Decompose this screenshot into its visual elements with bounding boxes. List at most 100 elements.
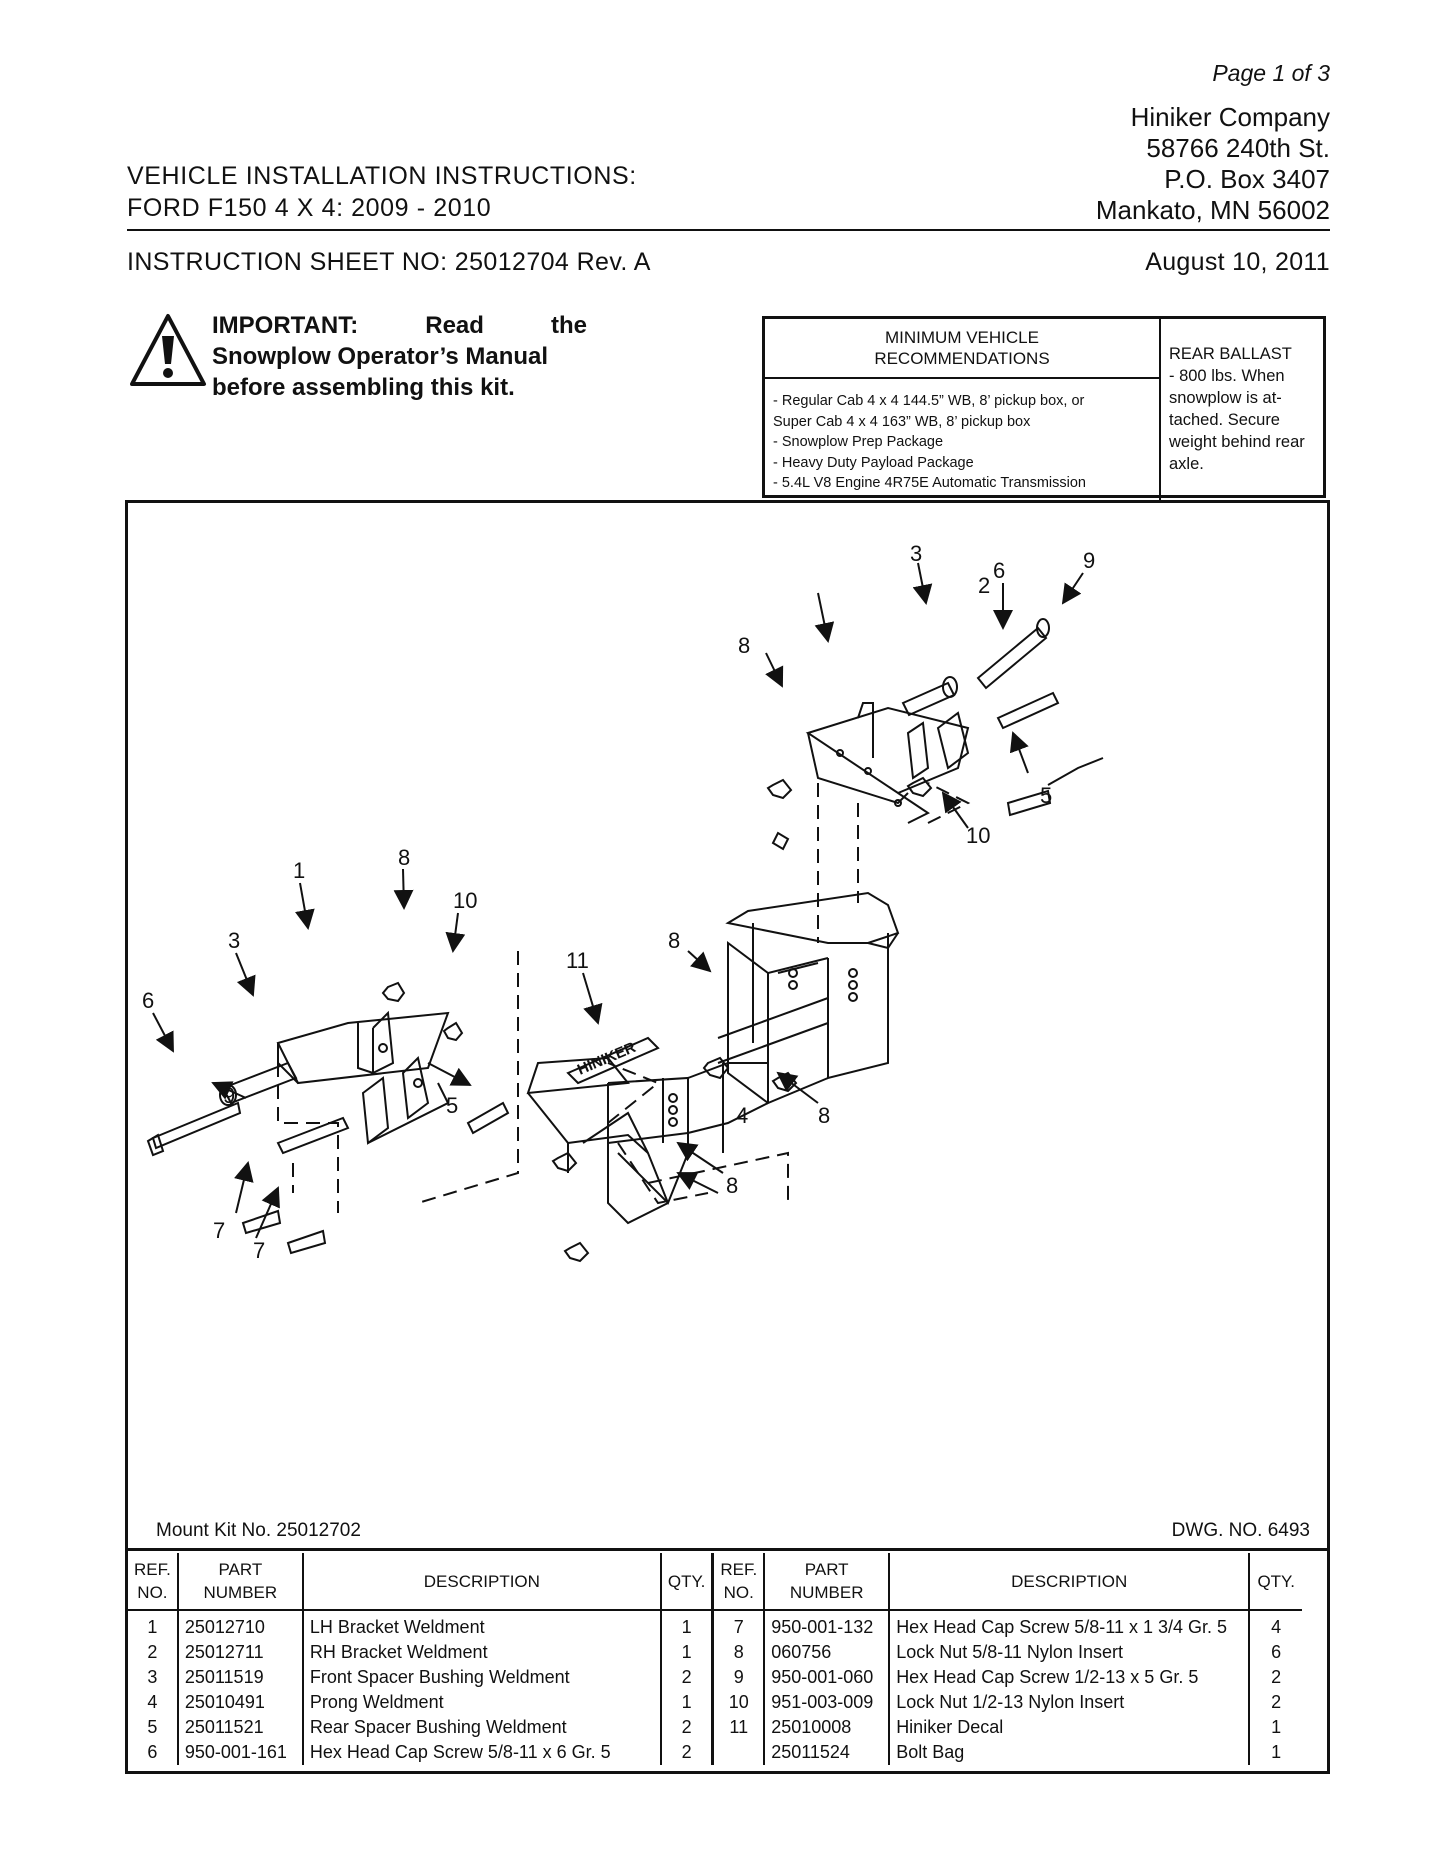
min-vehicle-item: - Snowplow Prep Package [773,434,944,450]
qty-cell: 1 [659,1610,713,1640]
callout-number: 9 [1083,548,1095,573]
important-line: Snowplow Operator’s Manual [212,343,549,370]
important-word: the [550,312,587,339]
important-word: Read [425,312,484,339]
qty-cell: 2 [659,1740,713,1765]
ref-cell [711,1740,765,1765]
header-part-line: PART [804,1560,849,1579]
part-number-cell: 950-001-161 [176,1740,303,1765]
callout-number: 10 [453,888,477,913]
ref-cell: 2 [147,1642,158,1662]
min-vehicle-item: Super Cab 4 x 4 163” WB, 8’ pickup box [773,413,1031,430]
ref-cell: 10 [711,1690,765,1715]
table-top-divider [127,1548,1328,1551]
header-part-line: PART [218,1560,263,1579]
header-ref: REF. NO. [128,1553,178,1611]
header-ref-line: NO. [137,1583,168,1602]
ballast-line: axle. [1169,455,1204,473]
warning-triangle-icon [128,312,208,390]
assembly-lines [277,782,971,1213]
exploded-view-svg: HINIKER [142,541,1104,1263]
description-cell: Rear Spacer Bushing Weldment [301,1715,661,1740]
header-ref-line: NO. [723,1583,754,1602]
min-vehicle-heading-line: MINIMUM VEHICLE [885,328,1039,347]
part-number-cell: 060756 [763,1640,890,1665]
part-number-cell: 25010491 [176,1690,303,1715]
part-number-cell: 25012711 [176,1640,303,1665]
callout-number: 5 [446,1093,458,1118]
header-divider [127,229,1330,231]
min-vehicle-heading-line: RECOMMENDATIONS [874,349,1050,368]
callout-numbers: 1 2 3 3 4 5 5 6 6 7 7 8 8 8 8 8 9 9 10 1… [142,541,1095,1263]
title-line: VEHICLE INSTALLATION INSTRUCTIONS: [127,162,637,190]
table-row: 2 25012711 RH Bracket Weldment 1 8 06075… [128,1640,1303,1665]
description-cell: Lock Nut 5/8-11 Nylon Insert [888,1640,1250,1665]
description-cell: Hex Head Cap Screw 1/2-13 x 5 Gr. 5 [888,1665,1250,1690]
header-ref-line: REF. [720,1560,758,1579]
hiniker-decal: HINIKER [566,1036,660,1085]
exploded-view-drawing: HINIKER [125,500,1330,1774]
callout-number: 10 [966,823,990,848]
qty-cell: 1 [659,1640,713,1665]
company-line: P.O. Box 3407 [1164,164,1330,194]
minimum-vehicle-box: MINIMUM VEHICLE RECOMMENDATIONS - Regula… [762,316,1326,501]
callout-number: 9 [223,1083,235,1108]
company-line: Mankato, MN 56002 [1095,195,1330,225]
qty-cell: 6 [1248,1640,1303,1665]
callout-number: 3 [910,541,922,566]
company-line: 58766 240th St. [1146,133,1330,163]
header-ref-line: REF. [134,1560,171,1579]
callout-number: 1 [293,858,305,883]
part-number-cell: 25011519 [176,1665,303,1690]
instruction-sheet-number: INSTRUCTION SHEET NO: 25012704 Rev. A [127,248,651,276]
callout-number: 7 [253,1238,265,1263]
ref-cell: 6 [147,1742,158,1762]
description-cell: LH Bracket Weldment [301,1610,661,1640]
description-cell: Prong Weldment [301,1690,661,1715]
callout-number: 6 [993,558,1005,583]
callout-number: 8 [738,633,750,658]
ref-cell: 11 [711,1715,765,1740]
min-vehicle-item: - 5.4L V8 Engine 4R75E Automatic Transmi… [773,475,1086,491]
ballast-line: weight behind rear [1169,433,1305,451]
callout-number: 8 [668,928,680,953]
ref-cell: 1 [147,1617,158,1637]
decal-text: HINIKER [575,1039,639,1079]
mount-kit-number: Mount Kit No. 25012702 [156,1520,361,1541]
description-cell: RH Bracket Weldment [301,1640,661,1665]
qty-cell: 2 [1248,1690,1303,1715]
min-vehicle-heading: MINIMUM VEHICLE RECOMMENDATIONS [765,319,1161,379]
min-vehicle-divider [1159,377,1161,501]
description-cell: Hiniker Decal [888,1715,1250,1740]
callout-number: 6 [142,988,154,1013]
table-row: 5 25011521 Rear Spacer Bushing Weldment … [128,1715,1303,1740]
ref-cell: 4 [147,1692,158,1712]
description-cell: Bolt Bag [888,1740,1250,1765]
ref-cell: 3 [147,1667,158,1687]
callout-number: 4 [736,1103,748,1128]
drawing-number: DWG. NO. 6493 [1171,1520,1310,1541]
lh-bracket-weldment [276,1010,450,1145]
qty-cell: 1 [659,1690,713,1715]
ref-cell: 9 [711,1665,765,1690]
qty-cell: 2 [659,1665,713,1690]
header-qty: QTY. [1248,1553,1303,1611]
ballast-line: snowplow is at- [1169,389,1282,407]
part-number-cell: 951-003-009 [763,1690,890,1715]
description-cell: Hex Head Cap Screw 5/8-11 x 6 Gr. 5 [301,1740,661,1765]
min-vehicle-list: - Regular Cab 4 x 4 144.5” WB, 8’ pickup… [773,391,1158,494]
callout-number: 8 [398,845,410,870]
document-date: August 10, 2011 [1145,248,1330,276]
description-cell: Front Spacer Bushing Weldment [301,1665,661,1690]
qty-cell: 2 [1248,1665,1303,1690]
table-row: 6 950-001-161 Hex Head Cap Screw 5/8-11 … [128,1740,1303,1765]
ref-cell: 5 [147,1717,158,1737]
important-word: IMPORTANT: [212,312,359,339]
document-title: VEHICLE INSTALLATION INSTRUCTIONS: FORD … [127,160,637,224]
ref-cell: 8 [711,1640,765,1665]
callout-number: 7 [213,1218,225,1243]
min-vehicle-item: - Regular Cab 4 x 4 144.5” WB, 8’ pickup… [773,393,1085,409]
